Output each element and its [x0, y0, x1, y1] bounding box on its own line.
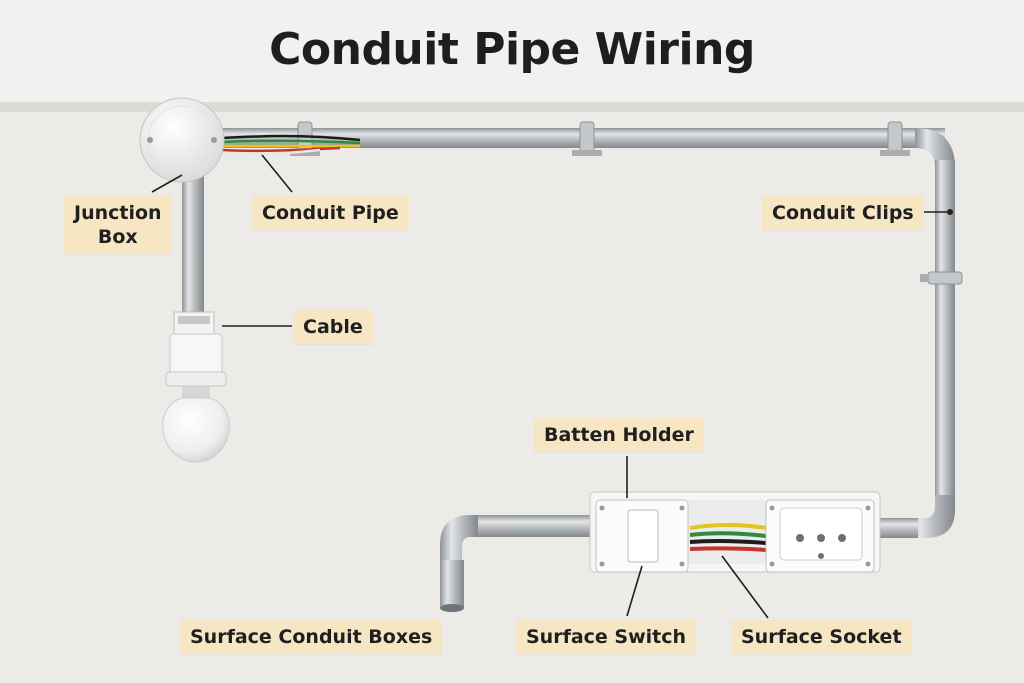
pipe-end [440, 604, 464, 612]
junction-box [139, 97, 225, 183]
leader-dot-conduit-clips [947, 209, 953, 215]
page-title: Conduit Pipe Wiring [269, 24, 755, 75]
label-conduit-clips: Conduit Clips [762, 196, 924, 230]
elbow-top-right [915, 128, 955, 168]
label-cable: Cable [293, 310, 373, 344]
label-surface-switch: Surface Switch [516, 620, 697, 654]
conduit-clip-4 [920, 271, 963, 285]
batten-holder-assembly [162, 311, 230, 463]
junction-wires [221, 134, 361, 157]
conduit-pipe-right [935, 160, 955, 505]
conduit-pipe-left [182, 170, 204, 320]
upper-wall [0, 0, 1024, 102]
wall-ledge [0, 102, 1024, 112]
label-conduit-pipe: Conduit Pipe [252, 196, 409, 230]
light-bulb [162, 397, 230, 463]
tray-wires [689, 523, 767, 552]
leader-surface-socket [721, 555, 769, 619]
conduit-pipe-down [440, 560, 464, 608]
conduit-pipe-bottom-left [478, 515, 598, 537]
label-surface-socket: Surface Socket [731, 620, 912, 654]
label-batten-holder: Batten Holder [534, 418, 704, 452]
leader-conduit-pipe [261, 154, 293, 193]
leader-surface-switch [626, 565, 643, 617]
label-surface-conduit-boxes: Surface Conduit Boxes [180, 620, 443, 654]
conduit-pipe-top [205, 128, 945, 148]
conduit-clip-2 [572, 121, 602, 156]
label-junction-box: Junction Box [64, 196, 172, 254]
label-junction-box-line2: Box [97, 226, 138, 248]
conduit-clip-3 [880, 121, 910, 156]
conduit-pipe-bottom-right [878, 518, 918, 538]
socket-plate [765, 499, 875, 573]
switch-plate [595, 499, 689, 573]
label-junction-box-line1: Junction [74, 202, 162, 224]
leader-junction-box [151, 174, 183, 193]
